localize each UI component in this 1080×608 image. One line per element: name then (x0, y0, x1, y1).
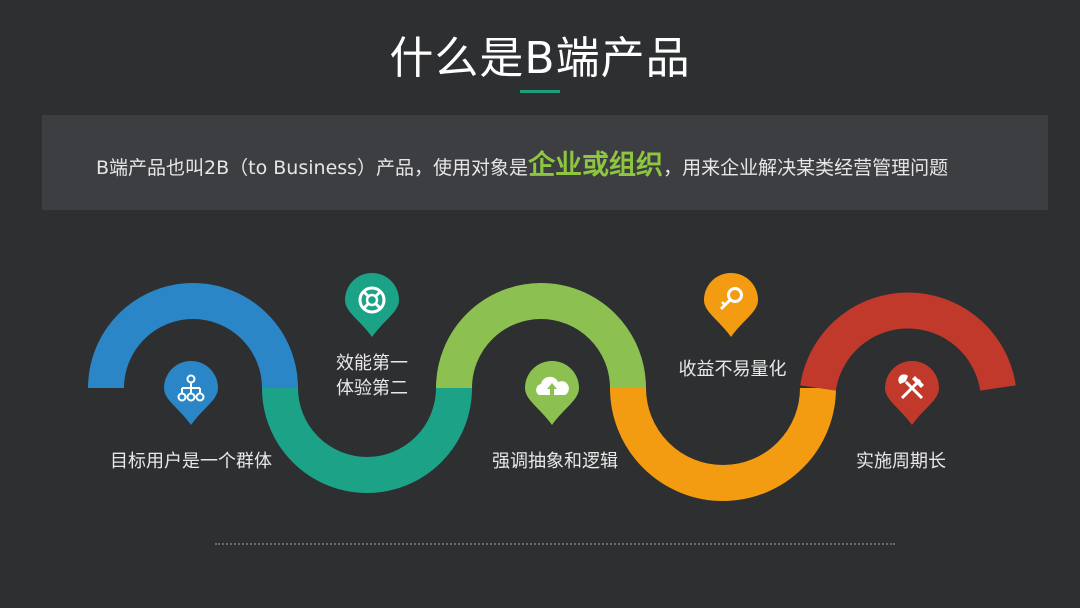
key-icon (704, 273, 758, 337)
title-underline (520, 90, 560, 93)
lifebuoy-icon (345, 273, 399, 337)
page-title: 什么是B端产品 (389, 33, 691, 84)
wave-segment-red (800, 292, 1016, 392)
feature-label-revenue: 收益不易量化 (678, 359, 787, 380)
definition-banner (42, 115, 1048, 210)
wave-segment-blue (88, 283, 298, 389)
feature-label-efficiency: 效能第一 体验第二 (318, 351, 426, 401)
feature-label-target-users: 目标用户是一个群体 (110, 451, 272, 472)
feature-label-implementation: 实施周期长 (856, 451, 946, 472)
feature-label-efficiency-line2: 体验第二 (336, 378, 408, 399)
feature-label-efficiency-line1: 效能第一 (336, 353, 408, 374)
hierarchy-icon (164, 361, 218, 425)
feature-label-abstraction: 强调抽象和逻辑 (492, 451, 618, 472)
bottom-dotted-divider (215, 543, 895, 545)
tools-icon (885, 361, 939, 425)
wave-segment-green (436, 283, 646, 389)
definition-highlight: 企业或组织 (528, 150, 664, 181)
cloud-upload-icon (525, 361, 579, 425)
wave-segment-teal (262, 387, 472, 493)
definition-text: B端产品也叫2B（to Business）产品，使用对象是企业或组织，用来企业解… (96, 143, 1036, 182)
definition-prefix: B端产品也叫2B（to Business）产品，使用对象是 (96, 157, 529, 179)
wave-segment-orange (610, 387, 836, 501)
definition-suffix: ，用来企业解决某类经营管理问题 (663, 157, 949, 179)
